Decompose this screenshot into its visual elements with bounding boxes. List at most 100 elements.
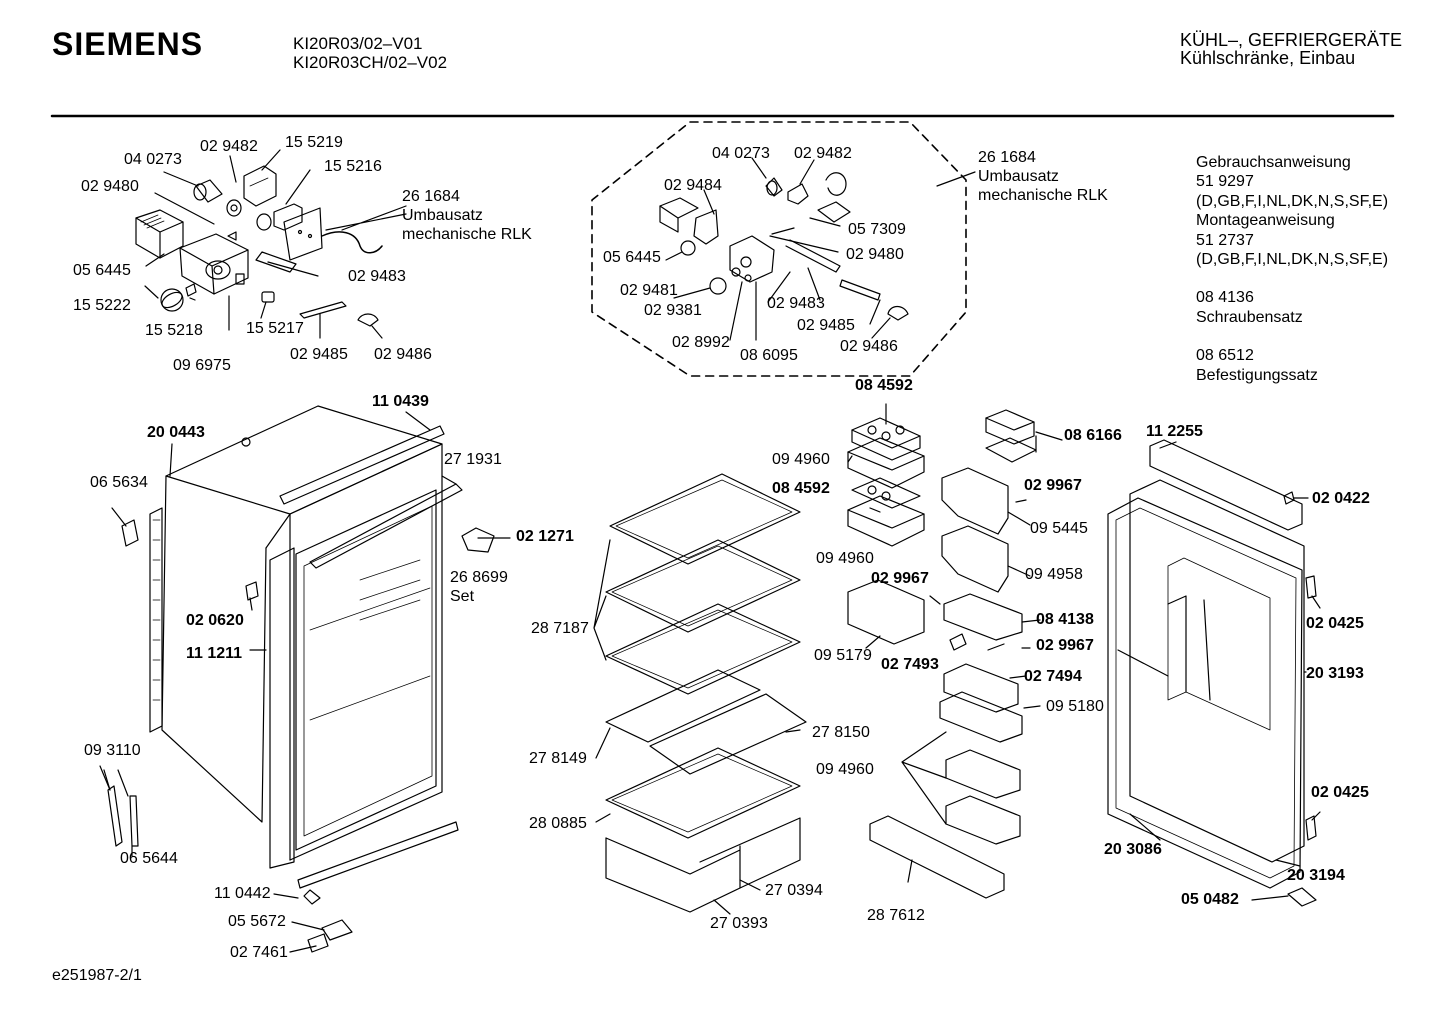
part-label: mechanische RLK xyxy=(402,226,532,243)
part-label: 02 0425 xyxy=(1306,615,1364,632)
part-label: 05 0482 xyxy=(1181,891,1239,908)
model-number-2: KI20R03CH/02–V02 xyxy=(293,53,448,72)
doc-line: Schraubensatz xyxy=(1196,308,1303,326)
part-label: 11 2255 xyxy=(1146,423,1203,440)
part-label: 27 0393 xyxy=(710,915,768,932)
part-label: 11 0442 xyxy=(214,885,271,902)
part-label: 09 4960 xyxy=(816,550,874,567)
part-label: 02 0422 xyxy=(1312,490,1370,507)
door-accessories xyxy=(847,403,1063,899)
part-label: 09 4960 xyxy=(772,451,830,468)
doc-gap xyxy=(1196,269,1388,288)
part-label: 02 9486 xyxy=(374,346,432,363)
category-title: KÜHL–, GEFRIERGERÄTE xyxy=(1180,30,1403,50)
part-label: 15 5217 xyxy=(246,320,304,337)
part-label: 02 9482 xyxy=(794,145,852,162)
part-label: 09 3110 xyxy=(84,742,141,759)
part-label: 02 9967 xyxy=(1036,637,1094,654)
brand-logo: SIEMENS xyxy=(52,26,204,62)
doc-line: Befestigungssatz xyxy=(1196,366,1318,384)
doc-line: Montageanweisung xyxy=(1196,212,1335,230)
doc-line: 51 9297 xyxy=(1196,173,1254,191)
part-label: 20 3193 xyxy=(1306,665,1364,682)
part-label: 08 4592 xyxy=(772,480,830,497)
part-label: 06 5634 xyxy=(90,474,148,491)
part-label: 27 0394 xyxy=(765,882,823,899)
doc-line: 08 4136 xyxy=(1196,289,1254,307)
kit-boundary xyxy=(591,121,967,377)
doc-line: (D,GB,F,I,NL,DK,N,S,SF,E) xyxy=(1196,192,1389,210)
drawing-code: e251987-2/1 xyxy=(52,967,142,984)
part-label: 02 9483 xyxy=(348,268,406,285)
part-label: 02 9481 xyxy=(620,282,678,299)
part-label: 05 5672 xyxy=(228,913,286,930)
part-label: 09 6975 xyxy=(173,357,231,374)
part-label: 27 8149 xyxy=(529,750,587,767)
part-label: 02 9486 xyxy=(840,338,898,355)
doc-gap xyxy=(1196,327,1388,346)
part-label: 06 5644 xyxy=(120,850,178,867)
part-label: 02 9480 xyxy=(846,246,904,263)
part-label: 15 5218 xyxy=(145,322,203,339)
model-number-1: KI20R03/02–V01 xyxy=(293,34,423,53)
doc-line: 08 6512 xyxy=(1196,347,1254,365)
part-label: 15 5216 xyxy=(324,158,382,175)
part-label: 02 9967 xyxy=(1024,477,1082,494)
part-label: 28 7612 xyxy=(867,907,925,924)
part-label: 02 7494 xyxy=(1024,668,1082,685)
part-label: 15 5219 xyxy=(285,134,343,151)
part-label: 27 1931 xyxy=(444,451,502,468)
part-label: 08 4138 xyxy=(1036,611,1094,628)
part-label: 05 6445 xyxy=(73,262,131,279)
part-label: Set xyxy=(450,588,475,605)
part-label: 05 7309 xyxy=(848,221,906,238)
part-label: 26 1684 xyxy=(402,188,460,205)
part-label: 20 3194 xyxy=(1287,867,1345,884)
part-label: 02 9967 xyxy=(871,570,929,587)
part-label: 02 9485 xyxy=(797,317,855,334)
doc-line: (D,GB,F,I,NL,DK,N,S,SF,E) xyxy=(1196,251,1389,269)
part-label: 27 8150 xyxy=(812,724,870,741)
part-label: Umbausatz xyxy=(978,168,1059,185)
cabinet-body xyxy=(99,405,511,953)
part-label: mechanische RLK xyxy=(978,187,1108,204)
part-label: 02 9480 xyxy=(81,178,139,195)
doc-line: 51 2737 xyxy=(1196,231,1254,249)
part-label: 02 9483 xyxy=(767,295,825,312)
part-label: 02 9381 xyxy=(644,302,702,319)
part-label: 02 0620 xyxy=(186,612,244,629)
part-label: 04 0273 xyxy=(712,145,770,162)
part-label: 09 4960 xyxy=(816,761,874,778)
part-label: 28 0885 xyxy=(529,815,587,832)
part-label: Umbausatz xyxy=(402,207,483,224)
thermostat-assembly-left xyxy=(135,149,407,339)
category-subtitle: Kühlschränke, Einbau xyxy=(1180,48,1356,68)
part-label: 02 0425 xyxy=(1311,784,1369,801)
part-label: 20 3086 xyxy=(1104,841,1162,858)
part-label: 04 0273 xyxy=(124,151,182,168)
doc-line: Gebrauchsanweisung xyxy=(1196,154,1351,171)
shelves xyxy=(593,473,807,915)
kit-contents xyxy=(659,157,909,341)
part-label: 08 4592 xyxy=(855,377,913,394)
part-label: 26 1684 xyxy=(978,149,1036,166)
part-label: 02 9484 xyxy=(664,177,722,194)
part-label: 11 0439 xyxy=(372,393,429,410)
document-list: Gebrauchsanweisung 51 9297 (D,GB,F,I,NL,… xyxy=(1196,153,1388,385)
part-label: 28 7187 xyxy=(531,620,589,637)
part-label: 11 1211 xyxy=(186,645,243,662)
part-label: 02 7461 xyxy=(230,944,288,961)
part-label: 08 6095 xyxy=(740,347,798,364)
part-label: 15 5222 xyxy=(73,297,131,314)
part-label: 09 5180 xyxy=(1046,698,1104,715)
part-label: 02 7493 xyxy=(881,656,939,673)
part-label: 05 6445 xyxy=(603,249,661,266)
door-assembly xyxy=(1107,439,1321,907)
part-label: 02 9485 xyxy=(290,346,348,363)
part-label: 02 1271 xyxy=(516,528,574,545)
part-label: 26 8699 xyxy=(450,569,508,586)
part-label: 02 9482 xyxy=(200,138,258,155)
part-label: 09 5445 xyxy=(1030,520,1088,537)
part-label: 09 4958 xyxy=(1025,566,1083,583)
